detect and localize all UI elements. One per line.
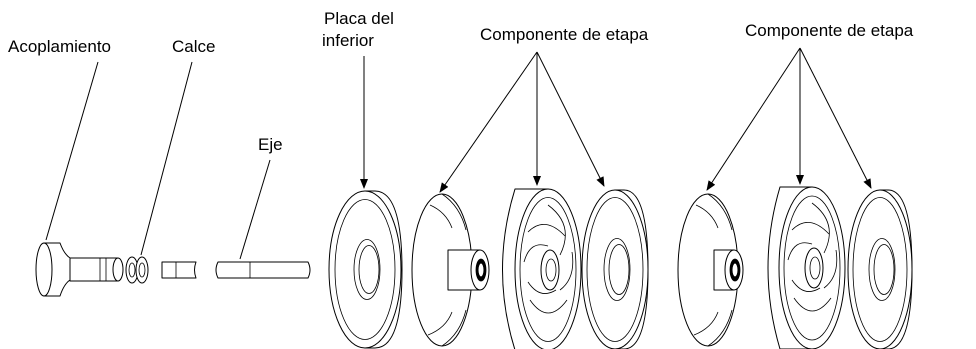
leader-eje bbox=[239, 159, 271, 260]
stage2-ring-part bbox=[847, 189, 913, 349]
leader-acoplamiento bbox=[45, 61, 99, 241]
stage2-impeller-part bbox=[767, 186, 846, 349]
leader-etapa2-a bbox=[706, 47, 801, 191]
label-componente-etapa-2: Componente de etapa bbox=[745, 21, 914, 40]
leader-lines bbox=[45, 47, 872, 260]
label-calce: Calce bbox=[172, 37, 215, 56]
label-eje: Eje bbox=[258, 135, 283, 154]
stage1-ring-part bbox=[581, 189, 649, 349]
leader-etapa2-c bbox=[799, 47, 872, 189]
coupling-part bbox=[35, 242, 124, 297]
label-placa-line2: inferior bbox=[322, 31, 374, 50]
stage2-diffuser-part bbox=[677, 193, 744, 347]
label-placa-line1: Placa del bbox=[324, 9, 394, 28]
stage1-diffuser-part bbox=[411, 193, 490, 347]
shaft-part bbox=[161, 261, 311, 279]
stage1-impeller-part bbox=[502, 188, 582, 349]
label-acoplamiento: Acoplamiento bbox=[8, 37, 111, 56]
label-componente-etapa-1: Componente de etapa bbox=[480, 25, 649, 44]
shim-part bbox=[125, 256, 149, 284]
leader-etapa1-a bbox=[439, 51, 538, 193]
leader-etapa1-c bbox=[536, 51, 605, 187]
bottom-plate-part bbox=[328, 190, 403, 349]
leader-calce bbox=[140, 61, 193, 256]
